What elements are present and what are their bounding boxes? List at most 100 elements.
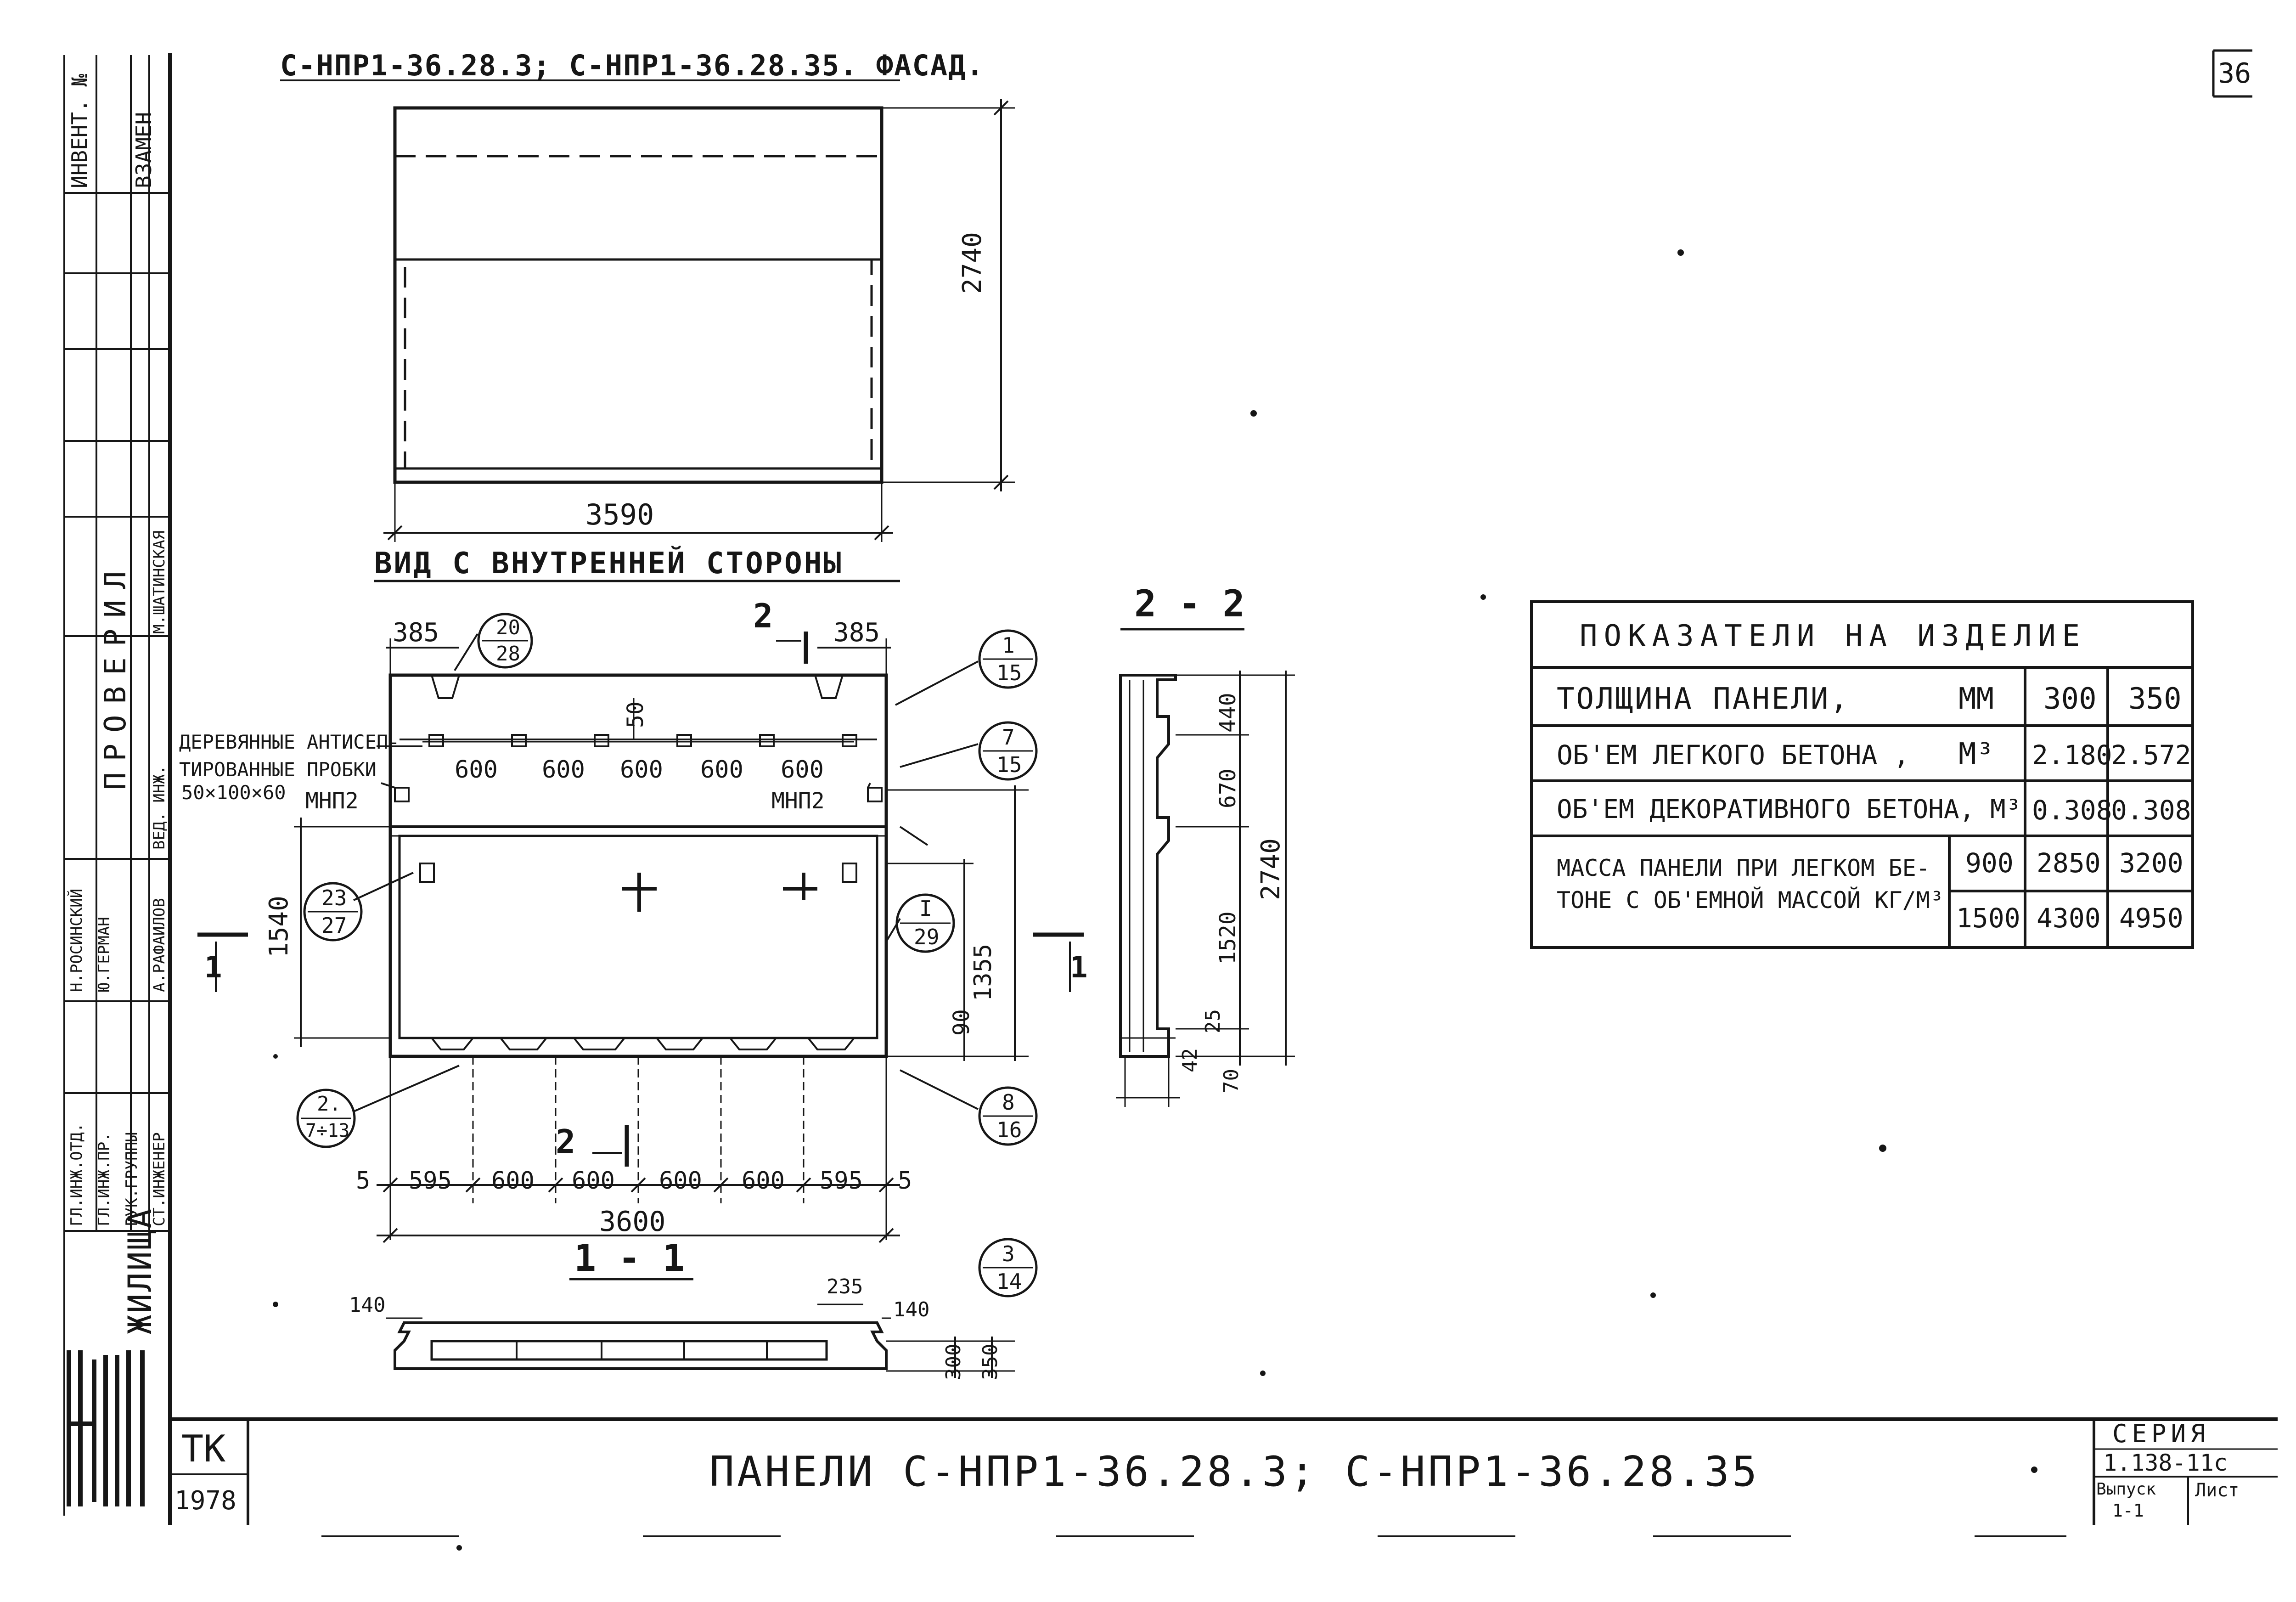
- callout-8-bottom: 16: [996, 1117, 1022, 1142]
- side-stamp-lines: [63, 55, 170, 1516]
- issue-value: 1-1: [2112, 1500, 2144, 1521]
- row-deco-vol-350: 0.308: [2111, 795, 2191, 826]
- org-code: ТК: [181, 1427, 226, 1470]
- s22-dim-670: 670: [1215, 768, 1241, 808]
- title-block-lines: [168, 1419, 2278, 1537]
- callout-7-top: 7: [1002, 725, 1015, 750]
- s11-dim-140-left: 140: [349, 1293, 386, 1317]
- mnp-left-label: МНП2: [305, 788, 359, 814]
- row-light-vol-350: 2.572: [2111, 739, 2191, 771]
- s11-dim-350: 350: [979, 1343, 1002, 1380]
- row-deco-vol-300: 0.308: [2032, 795, 2112, 826]
- mass-1500-density: 1500: [1956, 903, 2020, 934]
- issue-label: Выпуск: [2096, 1480, 2156, 1499]
- callout-3-top: 3: [1002, 1241, 1015, 1266]
- s11-dim-300: 300: [942, 1343, 965, 1380]
- s11-dim-140-right: 140: [893, 1298, 930, 1321]
- indicators-table: ПОКАЗАТЕЛИ НА ИЗДЕЛИЕ ТОЛЩИНА ПАНЕЛИ, ММ…: [1531, 602, 2193, 948]
- callout-1-top: 1: [1002, 633, 1015, 658]
- dim-90: 90: [949, 1009, 974, 1036]
- row-thickness-label: ТОЛЩИНА ПАНЕЛИ,: [1557, 682, 1850, 716]
- callout-20-top: 20: [496, 616, 520, 639]
- s11-dim-235: 235: [827, 1275, 863, 1298]
- section-mark-2-top: 2: [753, 597, 773, 635]
- top-spacing-5: 600: [781, 756, 824, 784]
- series-label: СЕРИЯ: [2112, 1419, 2210, 1448]
- mass-label-line-2: ТОНЕ С ОБ'ЕМНОЙ МАССОЙ КГ/М³: [1557, 887, 1944, 914]
- mass-label-line-1: МАССА ПАНЕЛИ ПРИ ЛЕГКОМ БЕ-: [1557, 855, 1930, 881]
- facade-width-dim: 3590: [585, 498, 654, 531]
- stamp-checker: М.ШАТИНСКАЯ: [150, 530, 169, 634]
- dim-385-right: 385: [833, 618, 880, 648]
- bottom-spacing-2: 595: [409, 1167, 452, 1195]
- callout-23-bottom: 27: [321, 913, 347, 938]
- bottom-spacing-4: 600: [572, 1167, 615, 1195]
- section-mark-1-right: 1: [1070, 951, 1088, 985]
- callout-I-top: I: [919, 896, 932, 921]
- sheet-frame: [168, 49, 2278, 1495]
- bottom-spacing-8: 5: [898, 1167, 912, 1195]
- section-2-2-title: 2 - 2: [1134, 582, 1245, 625]
- callout-7-bottom: 15: [996, 752, 1022, 777]
- year: 1978: [174, 1486, 236, 1516]
- row-thickness-unit: ММ: [1958, 682, 1994, 716]
- callout-I-bottom: 29: [914, 925, 940, 949]
- stamp-checked: ПРОВЕРИЛ: [99, 560, 133, 790]
- section-mark-1-left: 1: [204, 951, 222, 985]
- mass-900-density: 900: [1965, 847, 2014, 879]
- sheet-label: Лист: [2195, 1480, 2240, 1501]
- callout-3-bottom: 14: [996, 1269, 1022, 1294]
- section-2-2: [1116, 628, 1295, 1107]
- stamp-name-2: Ю.ГЕРМАН: [95, 917, 113, 992]
- scan-specks: [273, 249, 2037, 1551]
- section-mark-2-bottom: 2: [556, 1123, 576, 1161]
- mass-900-300: 2850: [2037, 847, 2101, 879]
- bottom-spacing-1: 5: [356, 1167, 371, 1195]
- inner-view-title: ВИД С ВНУТРЕННЕЙ СТОРОНЫ: [374, 547, 843, 581]
- inner-view: [197, 580, 1084, 1297]
- stamp-role-1: ГЛ.ИНЖ.ОТД.: [68, 1123, 86, 1226]
- mass-900-350: 3200: [2119, 847, 2183, 879]
- table-title: ПОКАЗАТЕЛИ НА ИЗДЕЛИЕ: [1580, 619, 2087, 653]
- s22-dim-42: 42: [1178, 1048, 1202, 1072]
- top-spacing-2: 600: [542, 756, 585, 784]
- total-width-3600: 3600: [599, 1206, 666, 1238]
- section-1-1-title: 1 - 1: [574, 1237, 685, 1280]
- row-thickness-350: 350: [2128, 682, 2182, 716]
- row-light-vol-300: 2.180: [2032, 739, 2112, 771]
- callout-1-bottom: 15: [996, 660, 1022, 685]
- series-value: 1.138-11с: [2103, 1450, 2228, 1476]
- stamp-name-1: Н.РОСИНСКИЙ: [68, 888, 86, 992]
- stamp-role-4: СТ.ИНЖЕНЕР: [150, 1132, 169, 1226]
- callout-2-bottom: 7÷13: [305, 1120, 350, 1141]
- s22-dim-1520: 1520: [1215, 911, 1241, 965]
- stamp-name-4: А.РАФАИЛОВ: [150, 898, 169, 992]
- stamp-role-2: ГЛ.ИНЖ.ПР.: [95, 1132, 113, 1226]
- row-light-vol-label: ОБ'ЕМ ЛЕГКОГО БЕТОНА ,: [1557, 739, 1910, 771]
- wood-plugs-label-2: ТИРОВАННЫЕ ПРОБКИ: [179, 758, 377, 781]
- facade-title: С-НПР1-36.28.3; С-НПР1-36.28.35. ФАСАД.: [280, 49, 985, 82]
- bottom-spacing-5: 600: [659, 1167, 702, 1195]
- bottom-spacing-6: 600: [742, 1167, 785, 1195]
- stamp-zamen: ВЗАМЕН: [131, 112, 156, 188]
- s22-dim-25: 25: [1201, 1009, 1225, 1033]
- mnp-right-label: МНП2: [771, 788, 825, 814]
- section-1-1: [386, 1278, 1015, 1378]
- facade-height-dim: 2740: [957, 232, 987, 294]
- facade-view: [280, 79, 1015, 542]
- callout-8-top: 8: [1002, 1090, 1015, 1115]
- callout-2-top: 2.: [317, 1092, 341, 1116]
- institute-logo: [67, 1350, 145, 1506]
- dim-385-left: 385: [393, 618, 439, 648]
- callout-20-bottom: 28: [496, 642, 520, 666]
- s22-dim-440: 440: [1215, 693, 1241, 733]
- bottom-spacing-7: 595: [820, 1167, 863, 1195]
- callout-23-top: 23: [321, 886, 347, 910]
- stamp-invent: ИНВЕНТ. №: [67, 73, 92, 188]
- mass-1500-350: 4950: [2119, 903, 2183, 934]
- page-number: 36: [2218, 57, 2251, 90]
- wood-plugs-label-3: 50×100×60: [181, 781, 286, 804]
- dim-50: 50: [623, 701, 648, 728]
